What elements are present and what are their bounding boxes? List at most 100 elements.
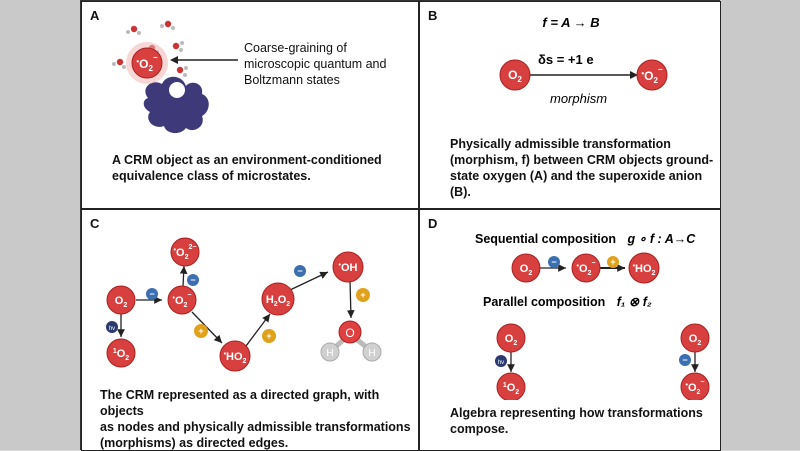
seq-node-o2: O2 [511, 253, 541, 283]
svg-text:•HO2: •HO2 [224, 351, 247, 365]
node-hydroxyl: •OH [332, 251, 364, 283]
panel-c-label: C [90, 216, 100, 231]
superoxide-node-label: •O2− [136, 53, 158, 73]
panel-c: C O H H [81, 209, 419, 451]
seq-node-ho2: •HO2 [628, 252, 660, 284]
superoxide-node [131, 47, 163, 79]
hydrogen-atom [320, 342, 340, 362]
electron-delta: δs = +1 e [538, 52, 594, 67]
electron-gain-badge: − [294, 265, 306, 277]
panel-b: B f = A → B O2 •O2− δs = +1 e morphism P… [419, 1, 721, 209]
proton-badge: + [194, 324, 208, 338]
svg-text:•HO2: •HO2 [633, 263, 656, 277]
par-node-superoxide: •O2− [680, 372, 710, 400]
svg-text:1O2: 1O2 [503, 382, 519, 396]
electron-gain-badge: − [548, 256, 560, 268]
water-molecule [126, 25, 141, 35]
superoxide-node [636, 59, 668, 91]
node-peroxide-dianion: •O22− [170, 237, 200, 267]
coarse-grain-arrowhead [170, 56, 178, 64]
seq-node-superoxide: •O2− [571, 253, 601, 283]
node-h2o2: H2O2 [261, 282, 295, 316]
edge-superoxide-dianion [179, 265, 188, 287]
hydrogen-atom-label: H [326, 348, 333, 359]
panel-a-graphic: •O2− [112, 20, 238, 134]
figure-frame: A [80, 0, 721, 451]
morphism-arrowhead [630, 71, 638, 79]
node-superoxide: •O2− [167, 285, 197, 315]
caption-line: equivalence class of microstates. [112, 169, 311, 183]
svg-text:•OH: •OH [339, 262, 358, 274]
svg-text:1O2: 1O2 [113, 348, 129, 362]
water-molecule [112, 58, 126, 69]
hydrogen-atom [362, 342, 382, 362]
svg-text:+: + [610, 257, 615, 267]
oxygen-atom [338, 320, 362, 344]
svg-text:−: − [682, 355, 687, 365]
callout-line: Coarse-graining of [244, 41, 347, 55]
water-molecule [176, 66, 188, 77]
caption-line: A CRM object as an environment-condition… [112, 153, 382, 167]
photon-badge: hv [495, 355, 507, 367]
panel-c-caption: The CRM represented as a directed graph,… [100, 387, 418, 451]
sequential-title-text: Sequential composition [475, 232, 616, 246]
panel-a: A [81, 1, 419, 209]
coarse-grain-callout: Coarse-graining of microscopic quantum a… [244, 40, 414, 88]
edge-ho2-h2o2 [245, 313, 271, 347]
water-molecule [172, 41, 184, 52]
svg-text:−: − [551, 257, 556, 267]
parallel-composition-title: Parallel composition f₁ ⊗ f₂ [483, 294, 652, 309]
svg-text:•O2−: •O2− [172, 292, 191, 309]
svg-text:−: − [149, 289, 154, 299]
svg-text:•O22−: •O22− [174, 244, 197, 261]
morphism-label: morphism [550, 91, 608, 106]
node-singlet-oxygen: 1O2 [106, 338, 136, 368]
svg-text:hv: hv [109, 326, 115, 332]
caption-line: Physically admissible transformation [450, 137, 671, 151]
protein-blob [143, 76, 209, 134]
panel-b-caption: Physically admissible transformation (mo… [450, 136, 718, 200]
svg-text:−: − [190, 275, 195, 285]
svg-text:•O2−: •O2− [576, 260, 595, 277]
par-node-singlet: 1O2 [496, 372, 526, 400]
panel-d-caption: Algebra representing how transformations… [450, 405, 718, 437]
protein-pocket [169, 82, 185, 98]
photon-badge: hv [106, 321, 118, 333]
sequential-composition-title: Sequential composition g ∘ f : A→C [475, 231, 695, 246]
panel-d-graphic: O2 •O2− •HO2 − + O2 [495, 252, 710, 400]
parallel-title-text: Parallel composition [483, 295, 606, 309]
svg-text:+: + [360, 290, 365, 300]
caption-line: compose. [450, 422, 509, 436]
electron-gain-badge: − [187, 274, 199, 286]
proton-badge: + [356, 288, 370, 302]
hydrogen-atom-label: H [368, 348, 375, 359]
panel-d-label: D [428, 216, 438, 231]
oxygen-node [499, 59, 531, 91]
svg-text:+: + [198, 326, 203, 336]
caption-line: (morphism, f) between CRM objects ground… [450, 153, 714, 167]
electron-gain-badge: − [679, 354, 691, 366]
proton-badge: + [607, 256, 619, 268]
svg-text:−: − [297, 266, 302, 276]
caption-line: state oxygen (A) and the superoxide anio… [450, 169, 703, 199]
superoxide-node-label: •O2− [641, 65, 663, 85]
water-molecule [160, 20, 175, 30]
panel-c-graph: O H H O2 1O2 •O2− •O22− •HO2 [106, 237, 382, 372]
node-o2: O2 [106, 285, 136, 315]
par-node-o2-right: O2 [680, 323, 710, 353]
edge-oh-water [346, 279, 355, 319]
par-node-o2-left: O2 [496, 323, 526, 353]
oxygen-atom-label: O [345, 326, 354, 340]
caption-line: Algebra representing how transformations [450, 406, 703, 420]
panel-a-label: A [90, 8, 100, 23]
svg-text:+: + [266, 331, 271, 341]
caption-line: as nodes and physically admissible trans… [100, 420, 411, 434]
svg-text:hv: hv [498, 360, 504, 366]
callout-line: microscopic quantum and [244, 57, 387, 71]
edge-h2o2-oh [289, 271, 329, 291]
parallel-expression: f₁ ⊗ f₂ [616, 295, 652, 309]
morphism-equation: f = A → B [542, 15, 600, 30]
sequential-expression: g ∘ f : A→C [627, 232, 696, 246]
svg-text:H2O2: H2O2 [266, 294, 290, 308]
callout-line: Boltzmann states [244, 73, 340, 87]
